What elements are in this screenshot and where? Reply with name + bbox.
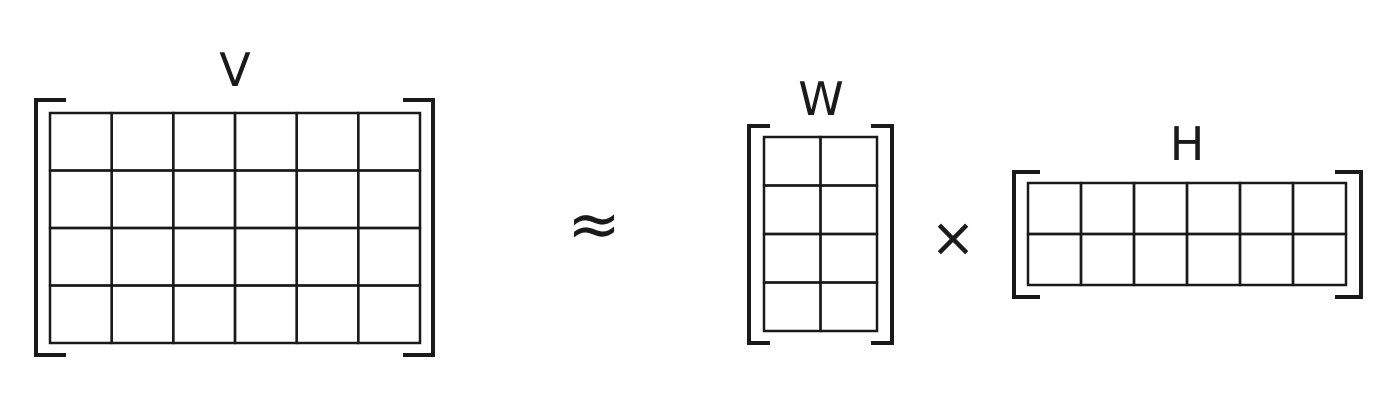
matrix-w-cell: [819, 232, 879, 284]
matrix-h-cell: [1185, 232, 1242, 287]
matrix-h-left-bracket: [1012, 170, 1040, 299]
matrix-v-cell: [295, 226, 360, 287]
matrix-h-cell: [1291, 181, 1348, 236]
times-operator: ×: [930, 206, 975, 269]
matrix-w-cell: [819, 184, 879, 236]
matrix-w-right-bracket: [871, 124, 894, 345]
matrix-v-cell: [48, 226, 113, 287]
matrix-v-grid: [48, 111, 422, 345]
matrix-h-cell: [1132, 181, 1189, 236]
matrix-h: H: [1012, 117, 1363, 299]
matrix-v-cell: [110, 226, 175, 287]
matrix-h-cell: [1079, 232, 1136, 287]
matrix-w-cell: [819, 135, 879, 187]
matrix-v-left-bracket: [34, 98, 66, 357]
matrix-h-right-bracket: [1335, 170, 1363, 299]
matrix-v-cell: [172, 169, 237, 230]
matrix-h-label: H: [1170, 117, 1205, 171]
matrix-w-grid: [762, 135, 879, 333]
matrix-h-grid: [1026, 181, 1348, 287]
matrix-w-label: W: [798, 72, 843, 126]
matrix-v-cell: [48, 284, 113, 345]
matrix-h-cell: [1026, 181, 1083, 236]
matrix-h-cell: [1238, 181, 1295, 236]
matrix-h-cell: [1026, 232, 1083, 287]
matrix-w-left-bracket: [747, 124, 770, 345]
matrix-v-right-bracket: [403, 98, 435, 357]
matrix-h-cell: [1079, 181, 1136, 236]
matrix-w-cell: [762, 232, 822, 284]
matrix-v-cell: [295, 284, 360, 345]
matrix-v-cell: [233, 284, 298, 345]
approx-operator: ≈: [567, 188, 621, 262]
matrix-w-cell: [762, 135, 822, 187]
matrix-v-label: V: [219, 43, 251, 97]
matrix-w-cell: [819, 281, 879, 333]
matrix-h-cell: [1291, 232, 1348, 287]
matrix-v-cell: [172, 284, 237, 345]
matrix-v-cell: [233, 111, 298, 172]
matrix-v-cell: [110, 111, 175, 172]
matrix-h-cell: [1185, 181, 1242, 236]
matrix-v-cell: [357, 284, 422, 345]
matrix-v-cell: [295, 169, 360, 230]
matrix-v-cell: [357, 111, 422, 172]
matrix-v: V: [34, 43, 435, 357]
matrix-w-cell: [762, 184, 822, 236]
matrix-w-cell: [762, 281, 822, 333]
matrix-h-cell: [1238, 232, 1295, 287]
matrix-v-cell: [110, 169, 175, 230]
matrix-v-cell: [233, 226, 298, 287]
matrix-v-cell: [357, 226, 422, 287]
matrix-v-cell: [48, 169, 113, 230]
matrix-v-cell: [110, 284, 175, 345]
matrix-v-cell: [233, 169, 298, 230]
matrix-w: W: [747, 72, 894, 345]
matrix-v-cell: [172, 111, 237, 172]
matrix-v-cell: [48, 111, 113, 172]
matrix-v-cell: [172, 226, 237, 287]
matrix-v-cell: [357, 169, 422, 230]
matrix-v-cell: [295, 111, 360, 172]
matrix-h-cell: [1132, 232, 1189, 287]
